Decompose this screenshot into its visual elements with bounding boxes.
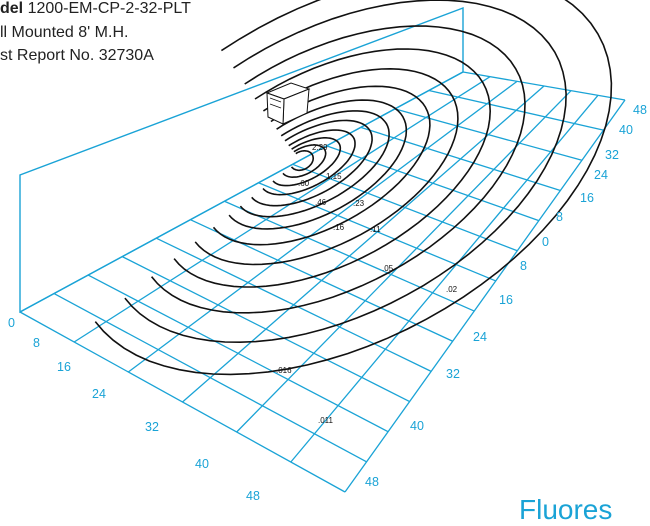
right-axis-tick: 40 <box>410 419 424 433</box>
contour-line <box>262 129 356 196</box>
grid-line-depth <box>73 76 491 343</box>
contour-value-label: .11 <box>370 225 381 234</box>
model-label: del <box>0 0 24 17</box>
right-axis-tick: 24 <box>594 168 608 182</box>
contour-line <box>173 48 492 288</box>
grid-line-depth <box>127 80 518 373</box>
contour-line <box>212 85 431 246</box>
grid-line-width <box>121 256 410 403</box>
contour-line <box>150 25 526 314</box>
contour-value-label: 1.15 <box>326 172 342 181</box>
right-axis-tick: 8 <box>556 210 563 224</box>
left-axis-tick: 48 <box>246 489 260 503</box>
contour-value-label: 2.29 <box>312 143 328 152</box>
contour-line <box>282 144 327 179</box>
grid-line-depth <box>344 99 626 493</box>
fixture-detail <box>269 97 282 103</box>
right-axis-tick: 40 <box>619 123 633 137</box>
mounting-line: ll Mounted 8' M.H. <box>0 24 129 41</box>
contour-value-label: .016 <box>276 366 292 375</box>
left-axis-tick: 8 <box>33 336 40 350</box>
contour-value-label: .23 <box>353 199 365 208</box>
right-axis-tick: 16 <box>580 191 594 205</box>
left-axis-tick: 24 <box>92 387 106 401</box>
contour-line <box>228 99 408 230</box>
contour-line <box>124 0 567 344</box>
right-axis-tick: 0 <box>542 235 549 249</box>
grid-line-width <box>87 274 389 433</box>
right-axis-tick: 24 <box>473 330 487 344</box>
contour-line <box>251 119 373 207</box>
brand-logo-text: Fluores <box>519 494 613 525</box>
contour-line <box>194 67 459 266</box>
grid-line-width <box>462 71 626 101</box>
contour-value-label: .011 <box>318 416 334 425</box>
grid-line-width <box>360 126 561 192</box>
model-line: del 1200-EM-CP-2-32-PLT <box>0 0 191 20</box>
right-axis-tick: 32 <box>446 367 460 381</box>
left-axis-tick: 0 <box>8 316 15 330</box>
grid-line-width <box>394 108 583 161</box>
report-line: st Report No. 32730A <box>0 47 154 64</box>
left-axis-tick: 32 <box>145 420 159 434</box>
grid-line-width <box>156 237 432 372</box>
contour-value-labels: 2.29 1.15 .60 .46 .23 .16 .11 .05 .02 .016 .011 <box>276 143 458 425</box>
left-axis-tick: 40 <box>195 457 209 471</box>
contour-lines <box>94 0 613 376</box>
contour-value-label: .46 <box>315 198 327 207</box>
grid-line-width <box>53 292 367 463</box>
grid-line-width <box>190 219 453 342</box>
contour-value-label: .60 <box>298 179 310 188</box>
right-axis-tick: 48 <box>633 103 647 117</box>
wall-plane <box>19 6 464 314</box>
contour-line <box>94 0 613 376</box>
contour-line <box>239 110 390 218</box>
right-axis-tick: 8 <box>520 259 527 273</box>
contour-value-label: .02 <box>446 285 458 294</box>
left-axis-tick: 16 <box>57 360 71 374</box>
contour-line <box>272 137 342 187</box>
wall-outline <box>19 6 464 314</box>
right-axis-tick: 16 <box>499 293 513 307</box>
grid-line-width <box>326 145 540 222</box>
grid-line-width <box>428 89 604 131</box>
floor-grid <box>19 71 626 493</box>
grid-line-width <box>19 311 346 493</box>
grid-line-depth <box>182 85 545 403</box>
grid-line-width <box>224 200 475 312</box>
fixture-detail <box>269 103 282 109</box>
exit-fixture-icon <box>265 82 311 125</box>
model-number: 1200-EM-CP-2-32-PLT <box>27 0 191 17</box>
right-axis-tick: 48 <box>365 475 379 489</box>
contour-value-label: .16 <box>333 223 345 232</box>
right-axis-tick: 32 <box>605 148 619 162</box>
grid-line-depth <box>290 94 599 463</box>
contour-value-label: .05 <box>382 264 394 273</box>
grid-line-width <box>292 163 518 252</box>
contour-line <box>290 150 314 172</box>
fixture-side <box>266 92 285 125</box>
